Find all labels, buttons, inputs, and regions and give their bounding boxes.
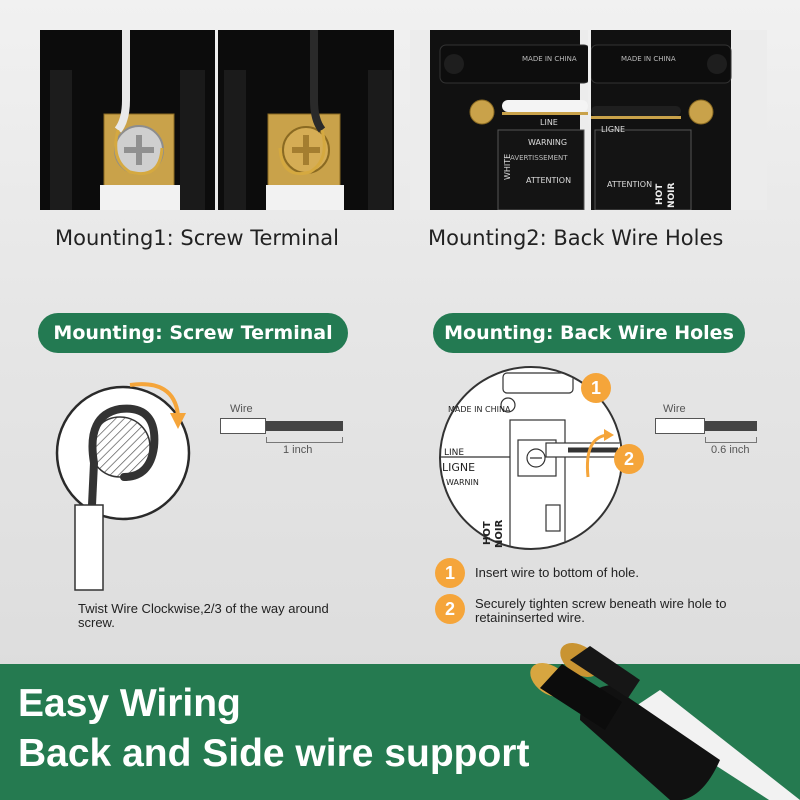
photo-screw-terminal-black <box>218 30 394 210</box>
step-1-number: 1 <box>435 558 465 588</box>
photo-line-label: LINE <box>540 118 558 127</box>
screw-instruction: Twist Wire Clockwise,2/3 of the way arou… <box>78 601 329 630</box>
back-wire-black-illustration <box>591 30 767 210</box>
cable-illustration <box>530 642 800 800</box>
screw-terminal-white-illustration <box>40 30 215 210</box>
back-wire-conductor <box>705 421 757 431</box>
back-wire-sample <box>655 418 757 434</box>
diagram-made-in-label: MADE IN CHINA <box>448 405 511 414</box>
diagram-warning-label: WARNIN <box>446 478 479 487</box>
back-wire-white-illustration <box>410 30 588 210</box>
pill-back-wire-holes: Mounting: Back Wire Holes <box>433 313 745 353</box>
caption-mounting-1: Mounting1: Screw Terminal <box>55 226 339 250</box>
back-length-label: 0.6 inch <box>711 444 750 456</box>
photo-attention-label: ATTENTION <box>526 176 572 185</box>
pill-screw-terminal: Mounting: Screw Terminal <box>38 313 348 353</box>
back-length-bracket <box>705 437 757 443</box>
diagram-hot-label: HOT <box>482 521 493 545</box>
photo-noir-label: NOIR <box>667 182 677 208</box>
photo-ligne-label: LIGNE <box>601 125 626 134</box>
banner-title-line-1: Easy Wiring <box>18 682 241 725</box>
photo-screw-terminal-white <box>40 30 215 210</box>
step-1-text: Insert wire to bottom of hole. <box>475 565 640 580</box>
back-wire-insulation <box>655 418 705 434</box>
diagram-noir-label: NOIR <box>494 519 505 548</box>
screw-wire-label: Wire <box>230 403 253 415</box>
banner-title-line-2: Back and Side wire support <box>18 732 530 775</box>
photo-back-wire-white: MADE IN CHINA LINE WARNING AVERTISSEMENT… <box>410 30 588 210</box>
screw-wire-sample <box>220 418 343 434</box>
step-2-number: 2 <box>435 594 465 624</box>
photo-avertissement-label: AVERTISSEMENT <box>510 154 568 162</box>
photo-white-label: WHITE <box>503 153 512 180</box>
photo-made-in-label-2: MADE IN CHINA <box>621 55 676 63</box>
diagram-ligne-label: LIGNE <box>442 461 476 474</box>
screw-terminal-black-illustration <box>218 30 394 210</box>
screw-wire-insulation <box>220 418 266 434</box>
diagram-step-1-marker: 1 <box>581 373 611 403</box>
diagram-step-2-marker: 2 <box>614 444 644 474</box>
back-wire-diagram <box>439 366 623 550</box>
screw-length-label: 1 inch <box>283 444 313 456</box>
screw-length-bracket <box>266 437 343 443</box>
screw-wrap-diagram <box>55 382 191 591</box>
screw-wire-conductor <box>266 421 343 431</box>
photo-back-wire-black: MADE IN CHINA LIGNE ATTENTION HOT NOIR <box>591 30 767 210</box>
photo-made-in-label: MADE IN CHINA <box>522 55 577 63</box>
back-wire-label: Wire <box>663 403 686 415</box>
caption-mounting-2: Mounting2: Back Wire Holes <box>428 226 724 250</box>
photo-warning-label: WARNING <box>528 138 568 147</box>
photo-attention-label-2: ATTENTION <box>607 180 653 189</box>
photo-hot-label: HOT <box>655 183 665 205</box>
step-2-text: Securely tighten screw beneath wire hole… <box>475 596 727 625</box>
diagram-line-label: LINE <box>444 448 465 458</box>
